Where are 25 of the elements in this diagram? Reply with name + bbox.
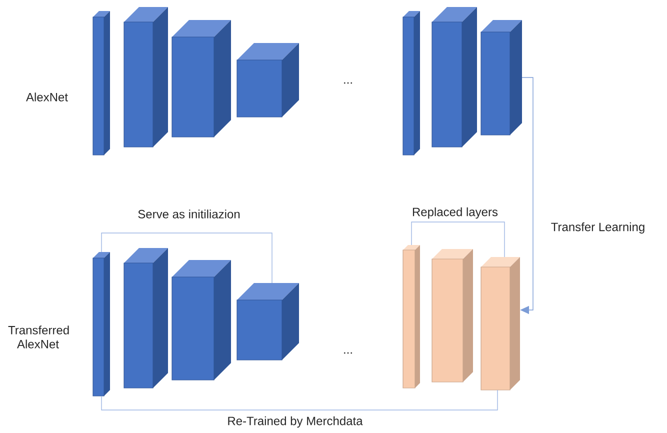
layer-block — [124, 248, 168, 388]
layer-block — [402, 245, 420, 388]
layer-block — [236, 283, 299, 360]
layer-block — [432, 7, 477, 148]
connector — [411, 222, 505, 258]
layer-block — [172, 260, 231, 380]
row-label: ... — [344, 352, 352, 354]
edge-label: Serve as initiliazion — [136, 208, 242, 220]
layer-block — [480, 20, 522, 136]
layer-block — [432, 249, 473, 382]
connector — [101, 232, 272, 284]
layer-block — [92, 252, 110, 396]
edge-label: Replaced layers — [410, 206, 500, 220]
layer-block — [92, 11, 110, 156]
layer-block — [402, 11, 420, 156]
row-label: Transferred AlexNet — [8, 326, 69, 348]
connector — [101, 390, 498, 410]
row-label: AlexNet — [26, 92, 68, 102]
layer-block — [124, 7, 168, 148]
layer-block — [480, 257, 520, 390]
layer-block — [236, 43, 299, 118]
row-label: ... — [344, 82, 352, 84]
edge-label: Re-Trained by Merchdata — [226, 415, 364, 429]
layer-block — [172, 20, 231, 138]
edge-label: Transfer Learning — [550, 221, 646, 235]
